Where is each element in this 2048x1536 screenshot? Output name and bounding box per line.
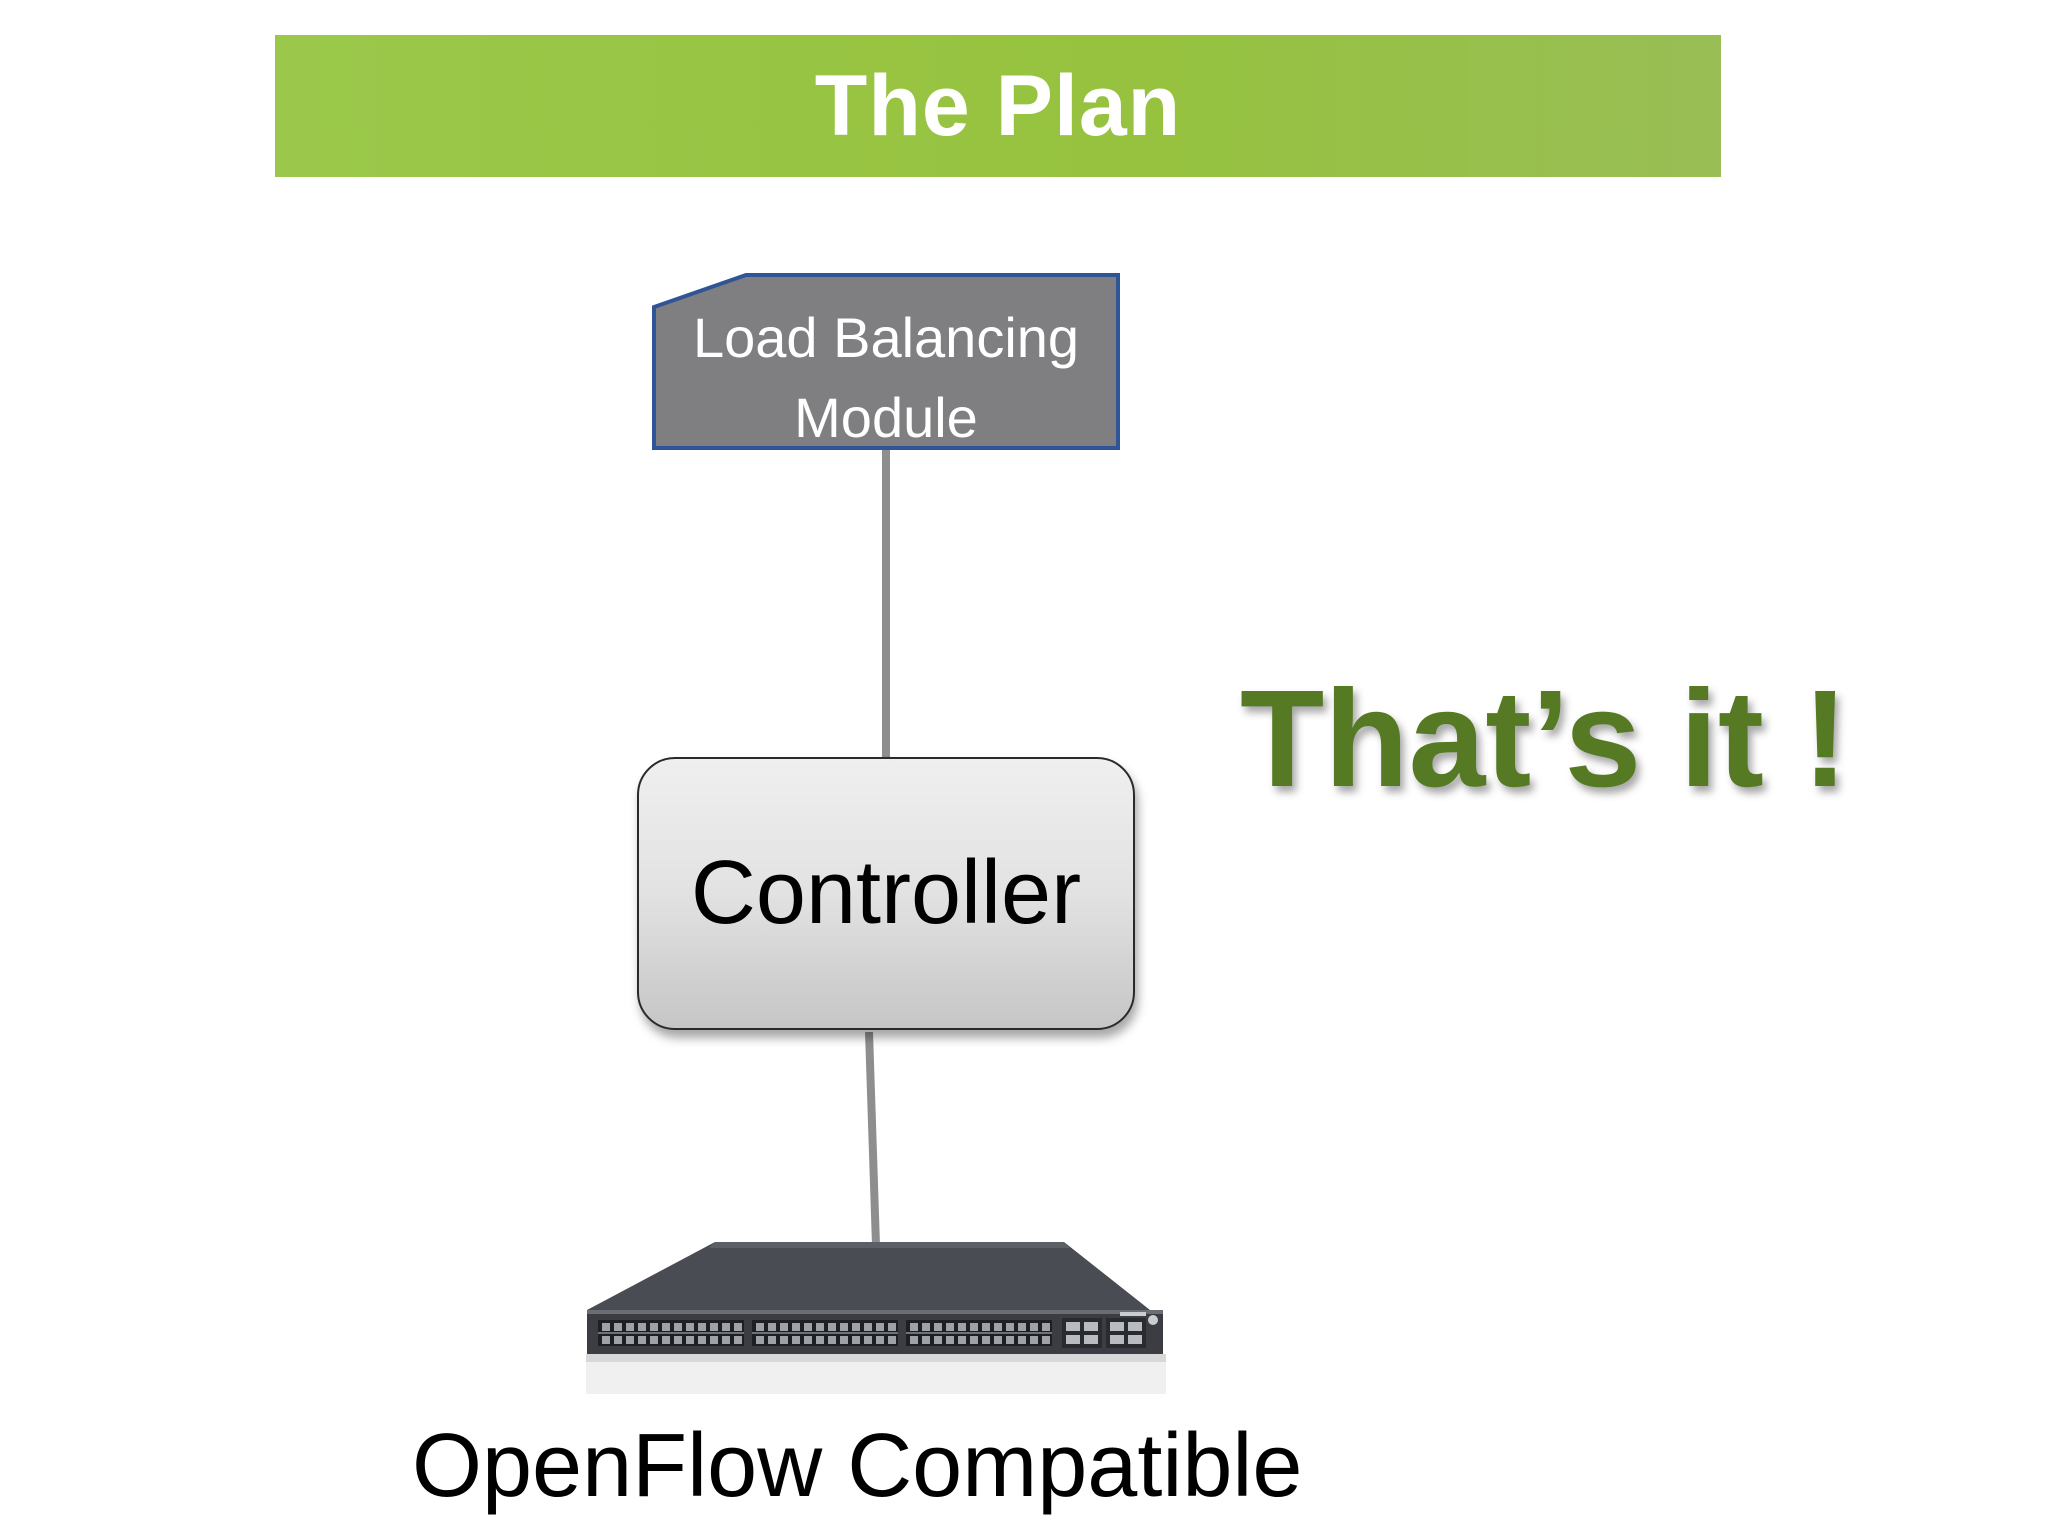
controller-label: Controller: [690, 843, 1082, 943]
controller-node: Controller: [637, 757, 1135, 1030]
load-balancer-label-line2: Module: [794, 386, 978, 449]
load-balancer-label: Load Balancing Module: [653, 298, 1119, 458]
network-switch-icon: [586, 1242, 1166, 1394]
callout-text: That’s it !: [1240, 662, 1849, 816]
switch-label: OpenFlow Compatible: [412, 1416, 1303, 1516]
title-bar: The Plan: [275, 35, 1721, 177]
slide-title: The Plan: [814, 57, 1182, 154]
connector-controller-switch: [865, 1031, 880, 1246]
load-balancer-label-line1: Load Balancing: [692, 306, 1080, 369]
load-balancer-shape: [652, 273, 1120, 450]
